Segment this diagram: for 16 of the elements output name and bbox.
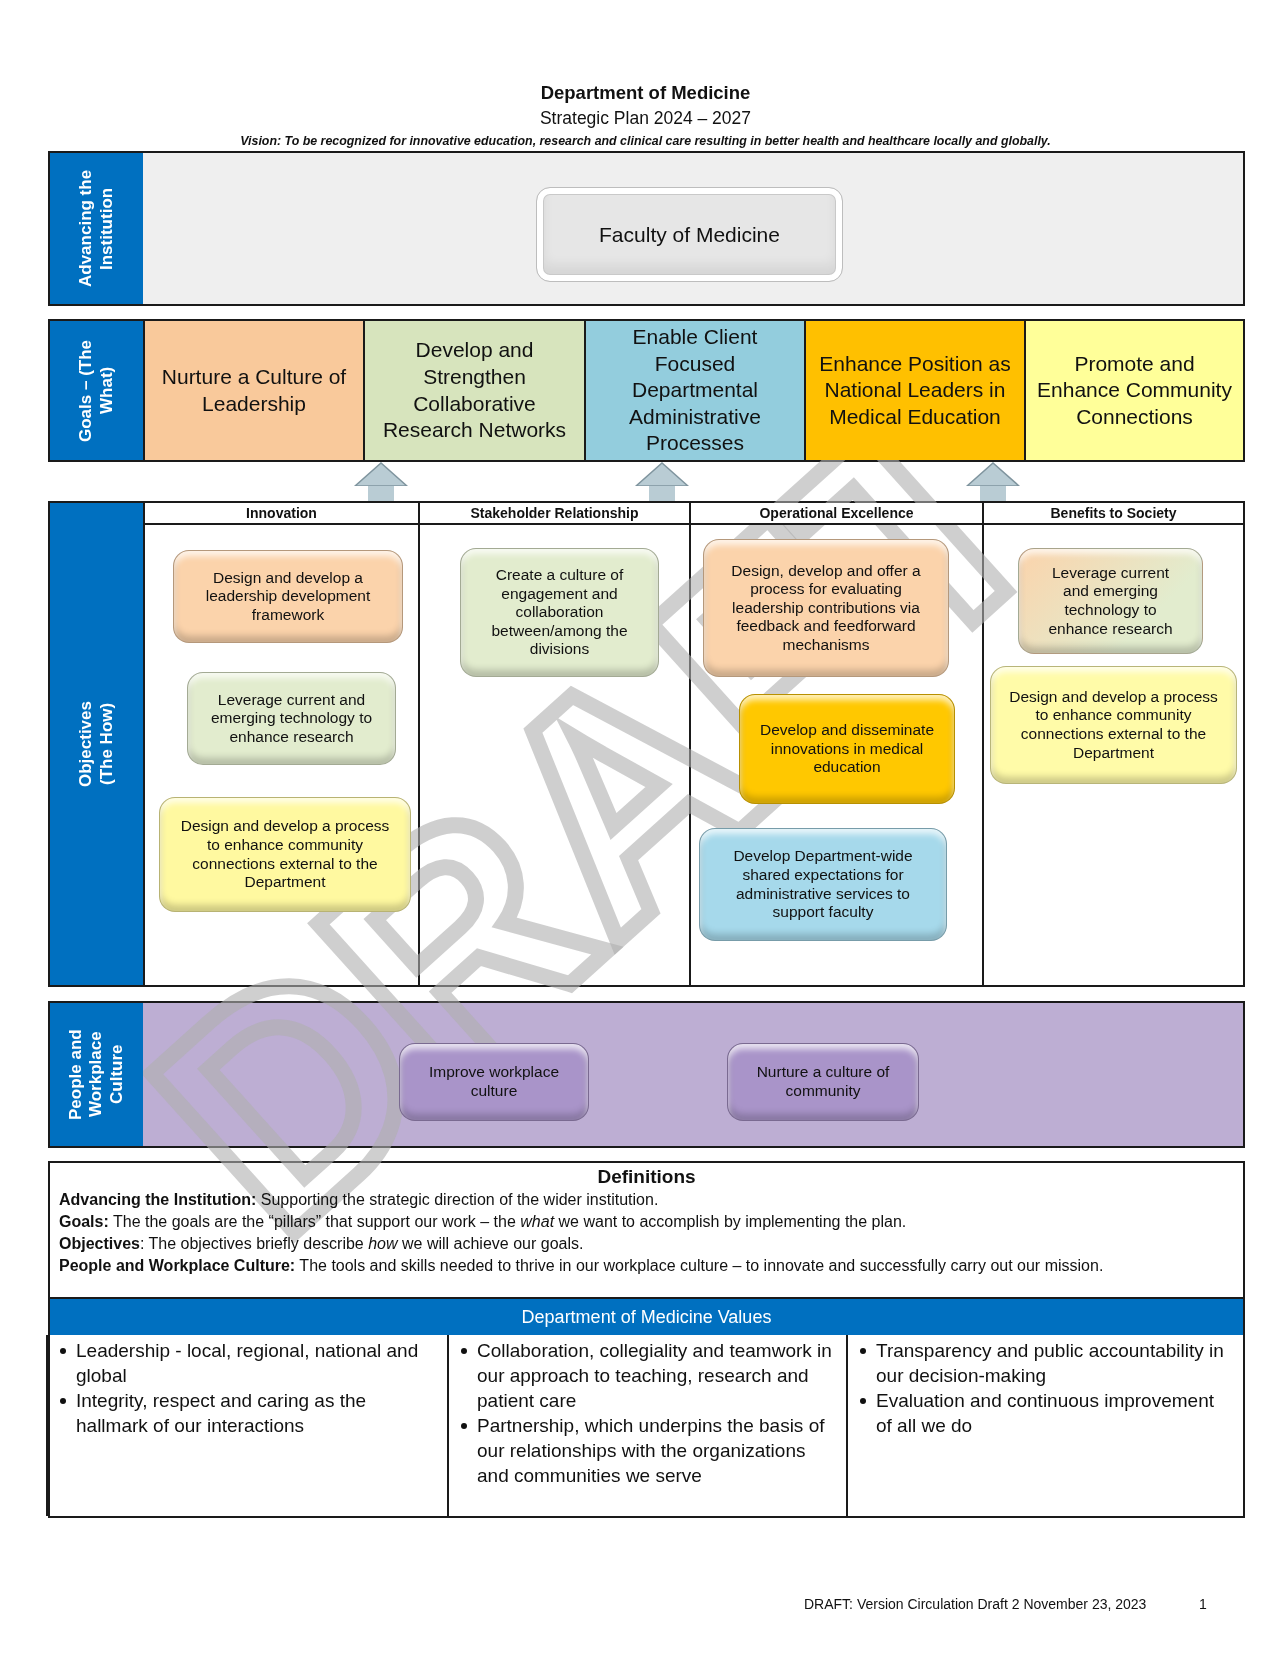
table-header: Department of Medicine Values xyxy=(50,1299,1243,1335)
bullet-item: Leadership - local, regional, national and global xyxy=(76,1339,420,1388)
subtitle: Strategic Plan 2024 – 2027 xyxy=(538,107,753,130)
bullet-item: Evaluation and continuous improvement of all we do xyxy=(876,1389,1215,1438)
bullet-item: Integrity, respect and caring as the hallmark of our interactions xyxy=(76,1389,368,1438)
values-table xyxy=(48,1297,1245,1518)
vision-statement: Vision: To be recognized for innovative education, research and clinical care resulting in better health and healthcare locally and globally. xyxy=(239,133,1052,150)
page-number: 1 xyxy=(1199,1595,1207,1613)
institution-box: Faculty of Medicine xyxy=(536,187,843,282)
band-header: Advancing the Institution xyxy=(50,153,143,304)
swimlane-band xyxy=(48,151,1245,306)
bullet-item: Transparency and public accountability in our decision-making xyxy=(876,1339,1225,1388)
title: Department of Medicine xyxy=(539,81,752,105)
footer-note: DRAFT: Version Circulation Draft 2 November 23, 2023 xyxy=(804,1595,1147,1613)
bullet-item: Partnership, which underpins the basis of our relationships with the organizations and communities we serve xyxy=(477,1414,826,1488)
bullet-item: Collaboration, collegiality and teamwork in our approach to teaching, research and patient care xyxy=(477,1339,833,1413)
